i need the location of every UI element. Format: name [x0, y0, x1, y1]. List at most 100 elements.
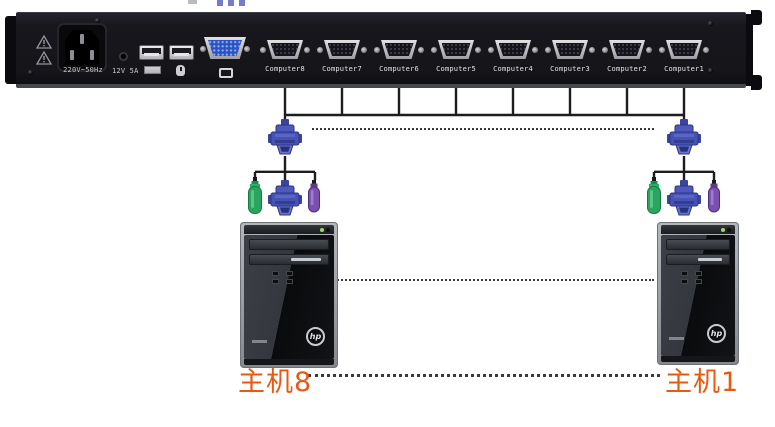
screw-nut	[545, 47, 551, 53]
screw	[28, 70, 33, 75]
dc-rating-label: 12V 5A	[112, 67, 139, 75]
screw-nut	[317, 47, 323, 53]
usb-keyboard-port	[139, 45, 164, 60]
port-label: Computer5	[436, 65, 476, 73]
port-label: Computer8	[265, 65, 305, 73]
screw-nut	[200, 46, 206, 52]
computer-tower-left: hp	[240, 222, 338, 368]
screw-nut	[374, 47, 380, 53]
screw-nut	[361, 47, 367, 53]
ps2-purple-plug-icon	[307, 180, 321, 218]
optical-drive-bay	[666, 254, 730, 265]
screw	[708, 68, 713, 73]
tower-front-panel: hp	[661, 235, 735, 356]
warning-icon	[35, 34, 53, 49]
warning-icon	[35, 50, 53, 65]
screw-nut	[431, 47, 437, 53]
rack-ear-left	[5, 16, 17, 84]
vga-pin-field	[612, 43, 642, 56]
hp-logo: hp	[306, 327, 325, 346]
optical-drive-bay	[249, 239, 329, 250]
screw-nut	[488, 47, 494, 53]
tower-top-panel	[661, 225, 735, 234]
rack-ear-right-tab	[751, 75, 762, 90]
console-vga-port	[200, 37, 250, 75]
screw-nut	[646, 47, 652, 53]
dotted-line	[312, 128, 654, 130]
vga-pin-field	[498, 43, 528, 56]
vga-port-computer3: Computer3	[545, 39, 595, 77]
dotted-line	[334, 279, 654, 281]
vga-port-computer4: Computer4	[488, 39, 538, 77]
hp-logo: hp	[707, 324, 726, 343]
hp-logo-text: hp	[309, 332, 322, 341]
card-reader-panel	[681, 271, 715, 284]
screw-nut	[304, 47, 310, 53]
power-rating-label: 220V~50Hz	[63, 66, 103, 74]
monitor-icon	[219, 68, 233, 78]
rack-ear-right	[744, 14, 753, 86]
ac-pin	[90, 50, 94, 60]
vga-port-computer8: Computer8	[260, 39, 310, 77]
vga-plug-icon	[267, 180, 303, 224]
cropped-artifact	[188, 0, 197, 4]
ps2-green-plug-icon	[646, 177, 662, 219]
screw-nut	[475, 47, 481, 53]
optical-drive-bay	[666, 239, 730, 250]
screw-nut	[703, 47, 709, 53]
computer-tower-right: hp	[657, 222, 739, 365]
vga-pin-field	[384, 43, 414, 56]
vga-pin-field	[441, 43, 471, 56]
ac-power-inlet	[57, 23, 107, 72]
host-label-right: 主机1	[665, 367, 740, 398]
dc-power-jack	[119, 52, 128, 61]
port-label: Computer6	[379, 65, 419, 73]
screw-nut	[602, 47, 608, 53]
vga-port-computer6: Computer6	[374, 39, 424, 77]
screw	[95, 18, 100, 23]
screw-nut	[418, 47, 424, 53]
vga-plug-icon	[666, 119, 702, 163]
screw-nut	[659, 47, 665, 53]
port-label: Computer1	[664, 65, 704, 73]
vga-plug-icon	[267, 119, 303, 163]
tower-base	[661, 356, 735, 362]
keyboard-icon	[144, 66, 161, 74]
tower-top-panel	[244, 225, 334, 234]
port-label: Computer3	[550, 65, 590, 73]
ps2-purple-plug-icon	[707, 180, 721, 218]
vga-pin-field	[669, 43, 699, 56]
ac-pin	[80, 34, 84, 44]
vga-pin-field	[555, 43, 585, 56]
vga-pin-field	[270, 43, 300, 56]
vga-port-computer1: Computer1	[659, 39, 709, 77]
usb-mouse-port	[169, 45, 194, 60]
vga-pin-field	[327, 43, 357, 56]
vga-plug-icon	[666, 180, 702, 224]
port-label: Computer7	[322, 65, 362, 73]
port-label: Computer2	[607, 65, 647, 73]
rack-ear-right-tab	[751, 10, 762, 25]
hp-logo-text: hp	[710, 329, 723, 338]
screw-nut	[589, 47, 595, 53]
model-text	[252, 340, 267, 343]
host-label-left: 主机8	[238, 367, 313, 398]
vga-port-computer2: Computer2	[602, 39, 652, 77]
screw-nut	[260, 47, 266, 53]
optical-drive-bay	[249, 254, 329, 265]
tower-base	[244, 359, 334, 365]
model-text	[669, 337, 684, 340]
ps2-green-plug-icon	[247, 177, 263, 219]
vga-pin-field	[208, 40, 242, 56]
screw-nut	[244, 46, 250, 52]
mouse-icon	[176, 65, 185, 76]
screw	[708, 21, 713, 26]
vga-port-computer5: Computer5	[431, 39, 481, 77]
cropped-artifact	[217, 0, 247, 6]
ac-pin	[70, 50, 74, 60]
vga-port-computer7: Computer7	[317, 39, 367, 77]
dotted-line	[308, 374, 660, 377]
tower-front-panel: hp	[244, 235, 334, 359]
port-label: Computer4	[493, 65, 533, 73]
